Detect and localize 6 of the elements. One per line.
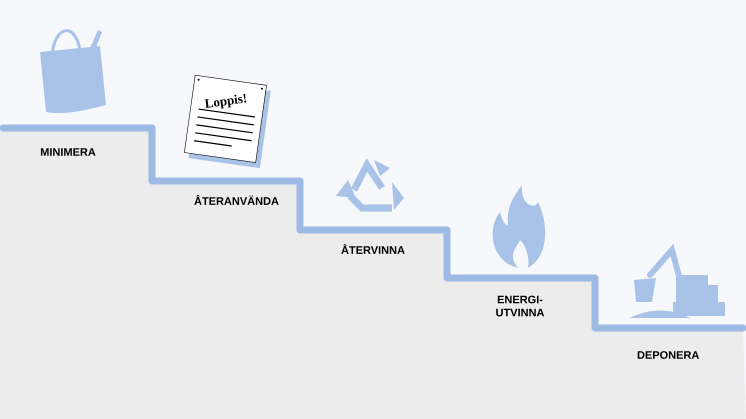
step-label: MINIMERA <box>40 148 96 156</box>
step-label: ENERGI- UTVINNA <box>496 296 544 316</box>
step-label: DEPONERA <box>638 351 700 359</box>
step-label: ÅTERVINNA <box>341 244 405 254</box>
step-label: ÅTERANVÄNDA <box>194 195 279 205</box>
poster-text: Loppis! <box>204 94 246 109</box>
